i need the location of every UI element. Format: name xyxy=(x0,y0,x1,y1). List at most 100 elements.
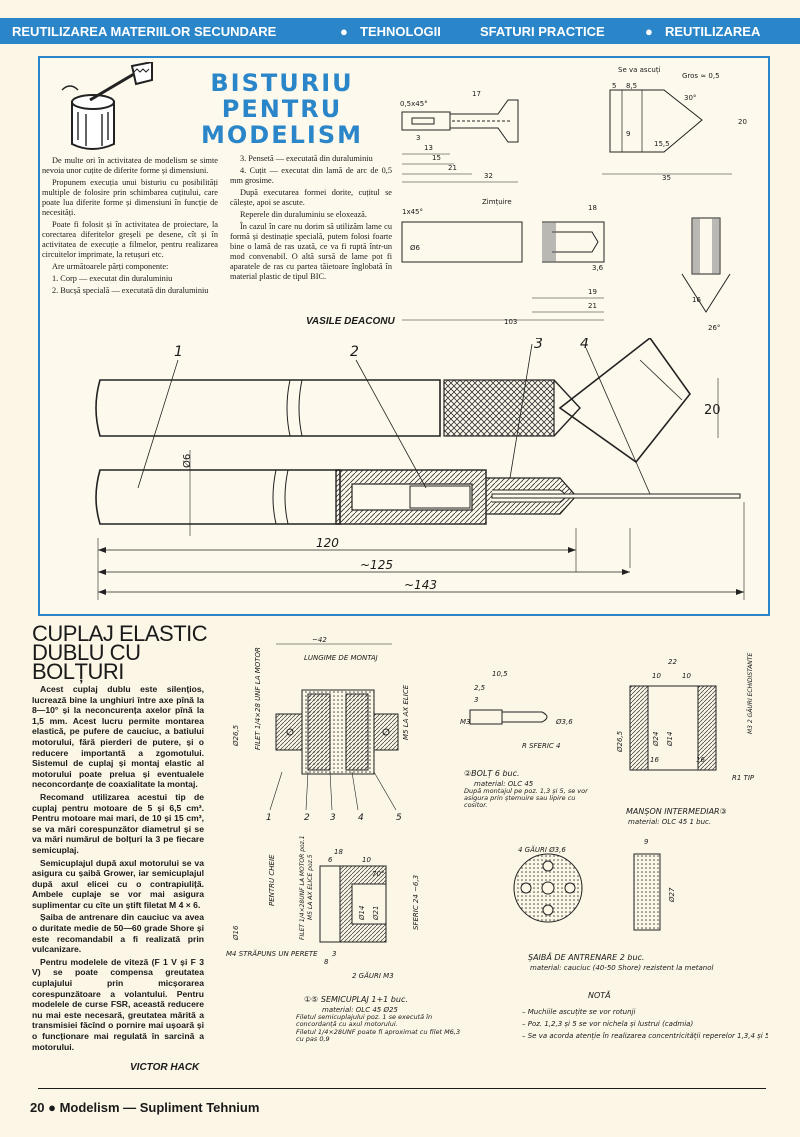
paragraph: 3. Pensetă — executată din duraluminiu xyxy=(240,154,373,163)
paragraph: După executarea formei dorite, cuțitul s… xyxy=(230,188,392,207)
dim-label: Ø26,5 xyxy=(232,724,240,747)
part-note: Filetul semicuplajului poz. 1 se execută… xyxy=(296,1014,433,1029)
article-title: CUPLAJ ELASTIC DUBLU CU BOLȚURI xyxy=(32,621,212,684)
part-material: material: OLC 45 1 buc. xyxy=(628,818,711,826)
dim-label: 9 xyxy=(626,130,630,138)
dim-label: 3 xyxy=(474,696,478,704)
paragraph: 4. Cuțit — executat din lamă de arc de 0… xyxy=(230,166,392,185)
paragraph: Propunem execuția unui bisturiu cu posib… xyxy=(42,178,218,217)
semi-note-block: Filetul semicuplajului poz. 1 se execută… xyxy=(296,1014,466,1044)
paragraph: Are următoarele părți componente: xyxy=(52,262,169,271)
dim-label: 6 xyxy=(328,856,333,864)
dim-label: 15,5 xyxy=(654,140,670,148)
paragraph: Poate fi folosit și în activitatea de pr… xyxy=(42,220,218,259)
dim-label: 10,5 xyxy=(492,670,508,678)
dim-label: 70° xyxy=(372,870,384,878)
dim-label: 3 xyxy=(416,134,420,142)
dim-label: Ø6 xyxy=(181,454,193,468)
dim-label: Ø24 xyxy=(652,732,660,747)
paragraph: Șaiba de antrenare din cauciuc va avea o… xyxy=(32,912,204,955)
dim-label: 16 xyxy=(696,756,705,764)
dim-label: 3 xyxy=(332,950,336,958)
dim-label: 8 xyxy=(324,958,329,966)
dim-label: Ø14 xyxy=(666,732,674,747)
dim-label: 9 xyxy=(644,838,649,846)
bullet-icon: ● xyxy=(645,24,653,39)
dim-label: ~125 xyxy=(360,558,393,572)
dim-label: 15 xyxy=(432,154,441,162)
callout-1: 1 xyxy=(266,813,272,823)
dim-label: 22 xyxy=(668,658,677,666)
dim-label: Zimțuire xyxy=(482,198,512,207)
dim-label: M3 xyxy=(460,718,471,726)
paragraph: În cazul în care nu dorim să utilizăm la… xyxy=(230,222,392,281)
dim-label: 20 xyxy=(738,118,747,126)
part-title: ①⑤ SEMICUPLAJ 1+1 buc. xyxy=(304,995,408,1004)
dim-label: Ø21 xyxy=(372,906,380,921)
nota-item: – Se va acorda atenție în realizarea con… xyxy=(522,1032,768,1040)
top-banner: REUTILIZAREA MATERIILOR SECUNDARE ● TEHN… xyxy=(0,18,800,44)
dim-label: SFERIC 24 ~6,3 xyxy=(412,875,420,930)
dim-label: Ø6 xyxy=(410,244,421,252)
dim-label: M5 LA AX ELICE xyxy=(402,684,410,740)
part-title: ȘAIBĂ DE ANTRENARE 2 buc. xyxy=(528,951,644,962)
dim-label: 103 xyxy=(504,318,517,326)
part-title: MANȘON INTERMEDIAR③ xyxy=(626,807,727,816)
dim-label: Ø26,5 xyxy=(616,730,624,753)
semi-note: M4 STRĂPUNS UN PERETE xyxy=(226,949,318,958)
callout-2: 2 xyxy=(350,344,359,360)
dim-label: FILET 1/4×28UNF LA MOTOR poz.1 xyxy=(299,835,306,940)
title-line: BOLȚURI xyxy=(32,659,124,684)
dim-label: M3 2 GĂURI ECHIDISTANTE xyxy=(747,653,754,734)
bullet-icon: ● xyxy=(340,24,348,39)
dim-label: ~42 xyxy=(312,636,327,644)
dim-label: 21 xyxy=(448,164,457,172)
dim-label: R1 TIP xyxy=(732,774,755,782)
paragraph: De multe ori în activitatea de modelism … xyxy=(42,156,218,175)
dim-label: 35 xyxy=(662,174,671,182)
dim-label: Se va ascuți xyxy=(618,66,661,75)
dim-label: R SFERIC 4 xyxy=(522,742,560,750)
page-number: 20 xyxy=(30,1100,45,1115)
nota-item: – Poz. 1,2,3 și 5 se vor nichela și lust… xyxy=(522,1020,693,1028)
nota-item: – Muchiile ascuțite se vor rotunji xyxy=(522,1008,635,1016)
paragraph: Recomand utilizarea acestui tip de cupla… xyxy=(32,791,204,855)
part-note: Filetul 1/4×28UNF poate fi aproximat cu … xyxy=(296,1027,461,1044)
author: VICTOR HACK xyxy=(130,1062,200,1073)
author: VASILE DEACONU xyxy=(306,316,395,327)
callout-3: 3 xyxy=(534,338,543,352)
page-footer: 20 ● Modelism — Supliment Tehnium xyxy=(30,1100,259,1115)
part-drawings-top: 0,5x45° 17 3 13 15 21 32 Se va ascuți Gr… xyxy=(400,66,747,332)
title-line: CUPLAJ ELASTIC xyxy=(32,621,208,646)
callout-2: 2 xyxy=(304,813,310,823)
article-column-2: 3. Pensetă — executată din duraluminiu 4… xyxy=(230,154,392,284)
dim-label: 18 xyxy=(334,848,343,856)
dim-label: 16 xyxy=(650,756,659,764)
part-title: ②BOLȚ 6 buc. xyxy=(464,769,520,778)
dim-label: 5 xyxy=(612,82,616,90)
dim-label: 2,5 xyxy=(474,684,486,692)
dim-label: 8,5 xyxy=(626,82,637,90)
dim-label: 1x45° xyxy=(402,208,423,216)
article-title: BISTURIU PENTRU MODELISM xyxy=(192,70,372,148)
title-line: PENTRU xyxy=(221,95,343,123)
title-line: BISTURIU xyxy=(210,69,354,97)
dim-label: ~143 xyxy=(404,578,437,592)
semi-note: 2 GĂURI M3 xyxy=(352,971,394,980)
part-material: material: cauciuc (40-50 Shore) rezisten… xyxy=(530,964,714,972)
dim-label: 26° xyxy=(708,324,720,332)
banner-item: TEHNOLOGII xyxy=(360,24,441,39)
dim-label: 30° xyxy=(684,94,696,102)
paragraph: Semicuplajul după axul motorului se va a… xyxy=(32,857,204,910)
dim-label: 120 xyxy=(316,536,339,550)
nota-title: NOTĂ xyxy=(588,989,611,1000)
dim-label: 19 xyxy=(588,288,597,296)
part-note: După montajul pe poz. 1,3 și 5, se vor a… xyxy=(464,788,588,809)
banner-item: REUTILIZAREA MATERIILOR SECUNDARE xyxy=(12,24,277,39)
dim-label: PENTRU CHEIE xyxy=(268,854,276,906)
part-material: material: OLC 45 xyxy=(474,780,534,788)
title-line: DUBLU CU xyxy=(32,640,141,665)
dim-label: Ø3,6 xyxy=(555,718,573,726)
dim-label: 16 xyxy=(692,296,701,304)
dim-label: 21 xyxy=(588,302,597,310)
